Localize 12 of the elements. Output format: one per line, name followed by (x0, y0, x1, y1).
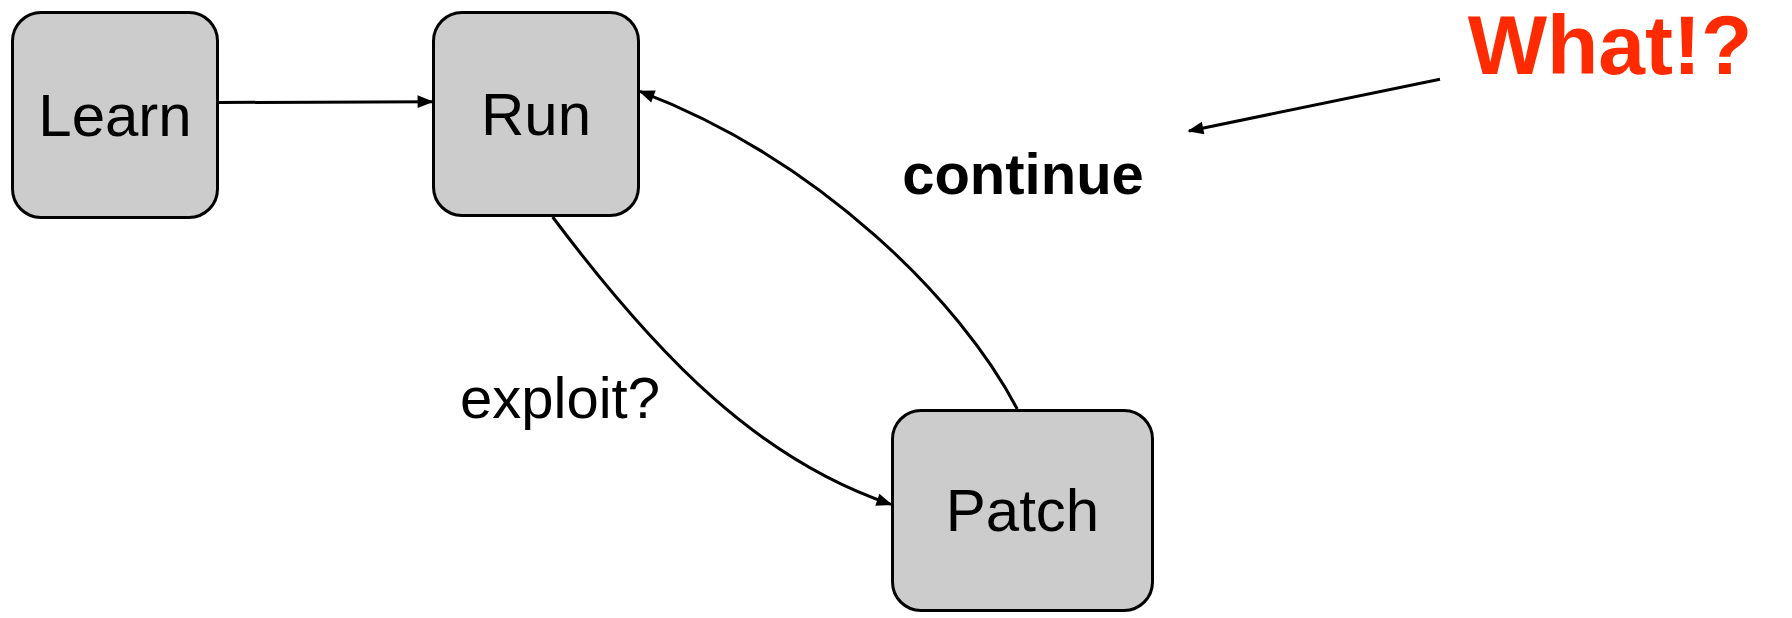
process-box (11, 11, 219, 219)
box-label: Patch (945, 476, 1100, 545)
process-box (432, 11, 640, 217)
exclamation-text: What!? (1440, 0, 1780, 90)
edge-label: continue (902, 145, 1144, 203)
arrow (551, 216, 893, 506)
process-box (891, 409, 1154, 612)
box-label: Learn (38, 80, 192, 150)
arrow (1187, 77, 1441, 135)
arrow (638, 89, 1019, 410)
arrow (219, 95, 434, 109)
box-label: Run (480, 79, 592, 149)
